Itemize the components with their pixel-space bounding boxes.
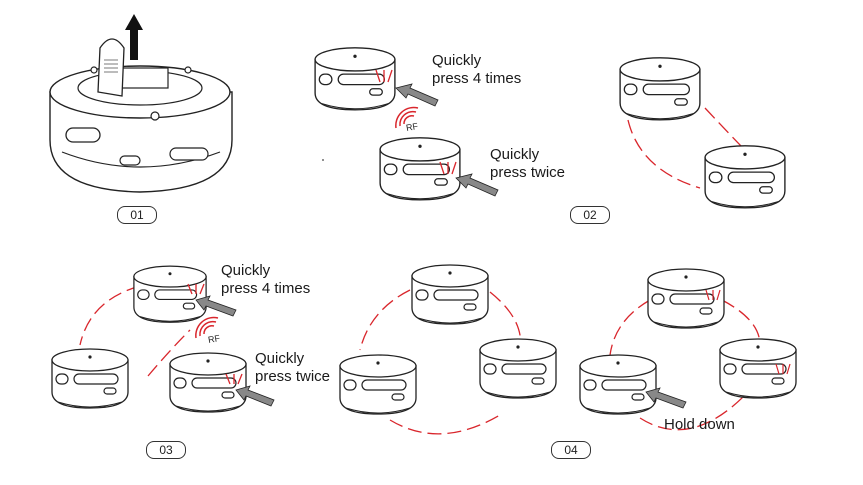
step2-device-b — [704, 145, 786, 209]
ring-device-right — [479, 338, 557, 399]
step-number-badge: 01 — [117, 206, 157, 224]
press-flash-icon — [775, 363, 791, 375]
press-flash-icon — [225, 373, 243, 385]
step2-link-curve — [627, 107, 746, 189]
step1-device — [49, 38, 233, 193]
instruction-line: press 4 times — [432, 70, 522, 87]
press-flash-icon — [705, 289, 721, 301]
press-arrow-icon — [395, 83, 439, 107]
step3-link-curve — [79, 285, 191, 377]
hold-down-label: Hold down — [664, 416, 735, 433]
pull-up-arrow-icon — [125, 14, 143, 60]
instruction-line: Quickly — [221, 262, 271, 279]
rf-signal-icon — [195, 316, 219, 339]
rf-label: RF — [207, 333, 221, 345]
ring-device-right — [719, 338, 797, 399]
hold-arrow-icon — [645, 387, 687, 409]
press-flash-icon — [439, 161, 457, 175]
ring-link-curve — [609, 299, 761, 431]
press-flash-icon — [375, 69, 393, 83]
press-arrow-icon — [195, 295, 237, 317]
instruction-label: Quickly press 4 times — [432, 52, 521, 88]
step2-device-transmitter — [314, 47, 396, 111]
rf-label: RF — [405, 121, 419, 133]
step-number-badge: 03 — [146, 441, 186, 459]
instruction-label: Quickly press 4 times — [221, 262, 310, 298]
ring-device-left — [339, 354, 417, 415]
instruction-label: Quickly press twice — [490, 146, 565, 182]
step3-device-transmitter — [133, 265, 207, 323]
instruction-line: press 4 times — [221, 280, 311, 297]
instruction-line: Quickly — [432, 52, 482, 69]
step3-device-existing — [51, 348, 129, 409]
ring-device-left-pressed — [579, 354, 657, 415]
instruction-line: Quickly — [255, 350, 305, 367]
instruction-line: press twice — [490, 164, 566, 181]
step-number-badge: 02 — [570, 206, 610, 224]
instruction-line: press twice — [255, 368, 331, 385]
instruction-label: Quickly press twice — [255, 350, 330, 386]
press-arrow-icon — [235, 385, 275, 407]
press-arrow-icon — [455, 173, 499, 197]
instruction-line: Quickly — [490, 146, 540, 163]
step2-device-a — [619, 57, 701, 121]
step-number-badge: 04 — [551, 441, 591, 459]
rf-signal-icon — [395, 106, 419, 129]
ring-device-top — [411, 264, 489, 325]
press-flash-icon — [187, 283, 205, 295]
